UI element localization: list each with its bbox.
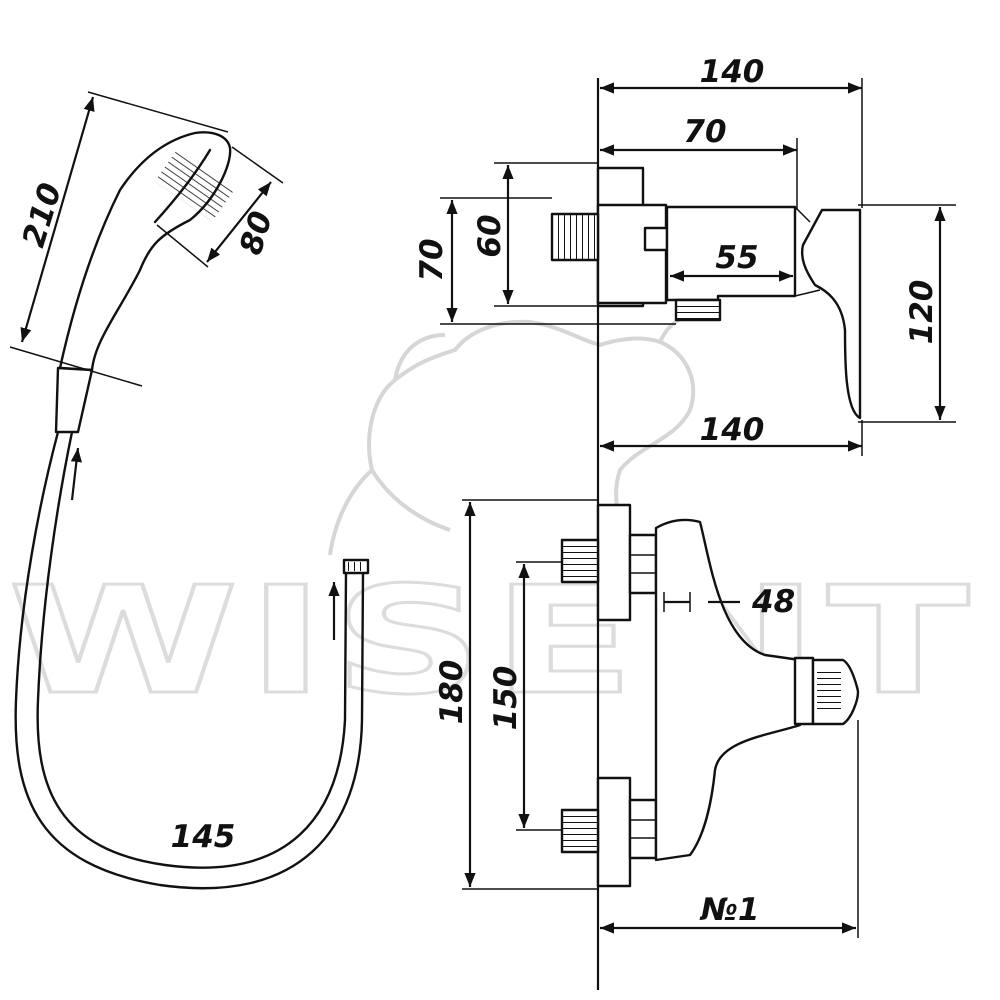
dim-side-height-outer: 70 [414,238,450,281]
model-number: №1 [699,892,760,928]
dim-side-height-inner: 60 [472,214,508,257]
dim-inlet-spacing: 150 [488,666,524,731]
dim-lever-height: 120 [904,280,940,345]
bison-outline-icon [328,319,696,557]
nut-top [628,533,658,595]
dim-outlet-diameter: 48 [751,584,795,620]
dim-front-height-total: 180 [434,660,470,725]
hand-shower-drawing: 210 80 145 [9,91,370,890]
flange-bottom [596,776,632,888]
flange-top [596,503,632,622]
lever-side [801,208,862,420]
outlet-ring [793,656,815,726]
mixer-side-view: 140 70 60 70 55 120 140 [414,54,956,456]
dim-side-width-bottom: 140 [700,412,765,448]
dim-hose-length: 145 [171,819,236,855]
dim-handset-width: 80 [233,207,280,259]
dim-spout-length: 55 [715,240,758,276]
dim-body-depth-total: 140 [700,54,765,90]
dim-body-depth-inner: 70 [683,114,726,150]
dim-handset-length: 210 [16,179,69,251]
nut-bottom [628,798,658,860]
mixer-front-view: 180 150 48 №1 [434,499,860,938]
eccentric-fitting [596,203,668,305]
